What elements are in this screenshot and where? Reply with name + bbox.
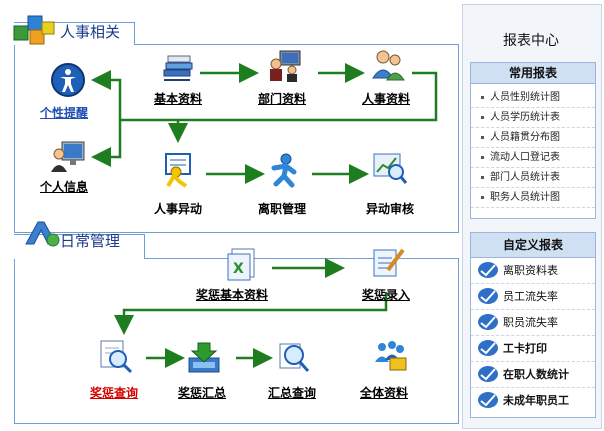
common-reports-box: 常用报表 人员性别统计图 人员学历统计表 人员籍贯分布图 流动人口登记表 部门人… [470, 62, 596, 219]
bullet-icon [481, 155, 484, 159]
group-people-icon[interactable] [372, 336, 408, 372]
search-document-icon[interactable] [98, 338, 134, 374]
bullet-icon [481, 175, 484, 179]
people-icon[interactable] [370, 46, 406, 82]
rp-basic-link[interactable]: 奖惩基本资料 [196, 288, 269, 302]
custom-report-item[interactable]: 离职资料表 [471, 258, 595, 284]
magnifier-icon[interactable] [276, 338, 312, 374]
chart-check-icon [478, 314, 498, 330]
basic-info-link[interactable]: 基本资料 [154, 92, 203, 106]
document-x-icon[interactable]: X [226, 246, 262, 282]
cubes-icon [13, 15, 55, 45]
chart-check-icon [478, 288, 498, 304]
bullet-icon [481, 115, 484, 119]
rp-query-link[interactable]: 奖惩查询 [90, 386, 139, 400]
bullet-icon [481, 195, 484, 199]
personal-info-link[interactable]: 个人信息 [40, 180, 89, 194]
sum-query-link[interactable]: 汇总查询 [268, 386, 317, 400]
computer-user-icon[interactable] [50, 138, 86, 174]
accessibility-icon[interactable] [50, 62, 86, 98]
common-report-item[interactable]: 人员籍贯分布图 [471, 128, 595, 148]
daily-section-title: 日常管理 [60, 232, 121, 250]
personnel-info-link[interactable]: 人事资料 [362, 92, 411, 106]
custom-reports-title: 自定义报表 [471, 233, 595, 258]
chart-check-icon [478, 262, 498, 278]
chart-check-icon [478, 366, 498, 382]
custom-reports-box: 自定义报表 离职资料表 员工流失率 职员流失率 工卡打印 在职人数统计 未成年职… [470, 232, 596, 418]
svg-text:X: X [233, 261, 244, 277]
rp-entry-link[interactable]: 奖惩录入 [362, 288, 411, 302]
rp-summary-link[interactable]: 奖惩汇总 [178, 386, 227, 400]
person-change-icon[interactable] [160, 152, 196, 188]
custom-report-item[interactable]: 员工流失率 [471, 284, 595, 310]
common-reports-title: 常用报表 [471, 63, 595, 84]
reminder-link[interactable]: 个性提醒 [40, 106, 89, 120]
custom-report-item[interactable]: 工卡打印 [471, 336, 595, 362]
department-icon[interactable] [266, 48, 302, 84]
chart-check-icon [478, 392, 498, 408]
letter-a-icon [25, 221, 60, 247]
bullet-icon [481, 135, 484, 139]
change-link[interactable]: 人事异动 [154, 202, 203, 216]
running-man-icon[interactable] [266, 152, 302, 188]
leave-mgmt-link[interactable]: 离职管理 [258, 202, 307, 216]
bullet-icon [481, 95, 484, 99]
hr-section-title: 人事相关 [60, 23, 121, 41]
hr-section-frame [14, 44, 459, 233]
all-data-link[interactable]: 全体资料 [360, 386, 409, 400]
change-audit-link[interactable]: 异动审核 [366, 202, 415, 216]
common-report-item[interactable]: 人员性别统计图 [471, 88, 595, 108]
common-report-item[interactable]: 部门人员统计表 [471, 168, 595, 188]
books-icon[interactable] [160, 50, 196, 86]
download-tray-icon[interactable] [186, 340, 222, 376]
common-report-item[interactable]: 职务人员统计图 [471, 188, 595, 208]
chart-check-icon [478, 340, 498, 356]
document-pen-icon[interactable] [370, 244, 406, 280]
custom-report-item[interactable]: 职员流失率 [471, 310, 595, 336]
report-center-title: 报表中心 [503, 33, 559, 49]
chart-magnifier-icon[interactable] [372, 150, 408, 186]
common-report-item[interactable]: 人员学历统计表 [471, 108, 595, 128]
dept-info-link[interactable]: 部门资料 [258, 92, 307, 106]
custom-report-item[interactable]: 未成年职员工 [471, 388, 595, 413]
common-report-item[interactable]: 流动人口登记表 [471, 148, 595, 168]
custom-report-item[interactable]: 在职人数统计 [471, 362, 595, 388]
